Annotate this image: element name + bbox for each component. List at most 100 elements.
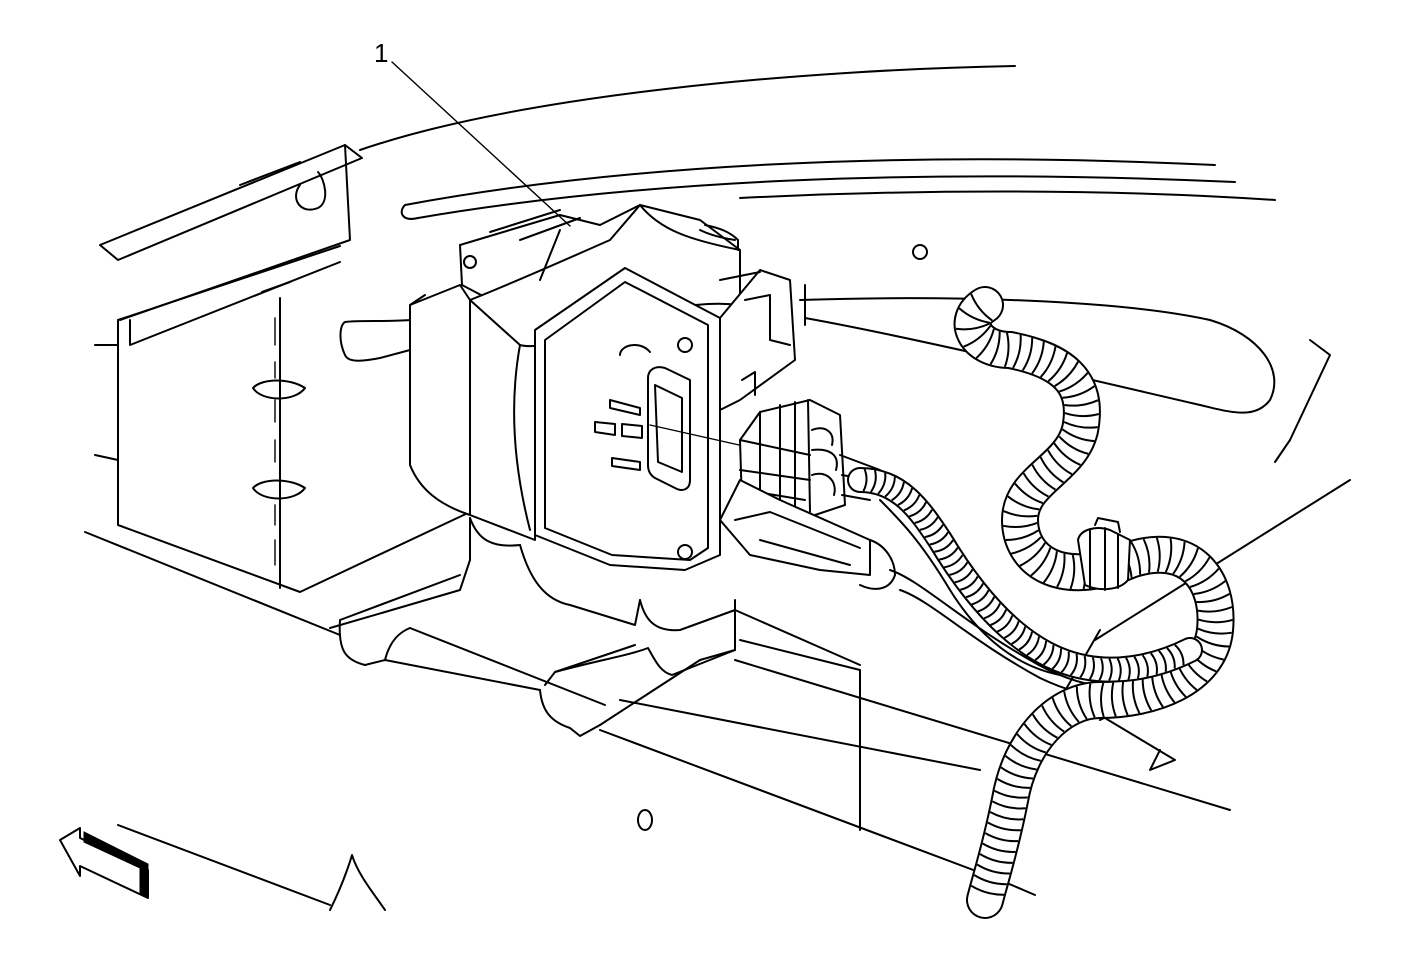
harness-rib [975,328,995,359]
harness-rib [1047,449,1073,476]
harness-rib [877,472,887,495]
harness-rib [1158,650,1167,672]
harness-rib [1179,547,1199,578]
harness-rib [934,539,954,553]
harness-rib [1110,682,1117,717]
harness-rib [929,531,949,546]
harness-rib [1031,464,1056,491]
harness-rib [1164,538,1173,573]
harness-rib [1195,635,1230,648]
harness-rib [1172,541,1186,575]
harness-rib [958,307,991,324]
harness-rib [1003,521,1038,529]
harness-rib [949,561,969,576]
harness-rib [1003,510,1038,518]
harness-rib [1011,536,1042,555]
convoluted-wire-harness [847,286,1235,919]
harness-rib [1054,361,1079,387]
harness-rib [996,778,1031,789]
harness-rib [1166,647,1176,669]
harness-rib [1131,679,1141,714]
harness-rib [1060,651,1070,673]
panel-hole [912,244,928,260]
harness-rib [977,596,996,613]
harness-rib [1133,656,1140,679]
harness-rib [955,322,990,331]
harness-rib [1041,705,1065,733]
harness-rib [1058,435,1089,455]
fastener-washer-upper [252,379,306,400]
harness-rib [989,331,1001,365]
harness-rib [993,789,1028,799]
harness-rib [1197,606,1233,613]
mounting-screw [463,255,477,269]
cover-screw-bottom [677,544,693,560]
harness-rib [939,547,959,561]
harness-rib [1088,683,1096,718]
harness-clip [1077,517,1131,591]
harness-rib [1116,658,1122,681]
harness-rib [979,853,1013,864]
harness-rib [973,874,1007,886]
control-module [339,204,796,571]
harness-rib [991,800,1026,810]
harness-rib [1026,636,1040,656]
harness-rib [1150,652,1158,675]
harness-rib [1011,626,1027,645]
harness-rib [1098,657,1104,681]
harness-rib [909,501,928,518]
harness-rib [971,589,990,606]
harness-rib [1018,631,1033,651]
harness-rib [919,516,939,531]
callout-leader-1 [391,61,571,227]
harness-rib [1069,554,1076,590]
harness-rib [1031,713,1058,739]
lower-harness-connector [719,479,1181,701]
harness-rib [959,576,979,591]
harness-rib [1193,580,1226,595]
harness-rib [963,325,992,348]
harness-rib [1151,674,1164,708]
harness-rib [1012,334,1022,369]
harness-rib [862,468,868,492]
harness-rib [1075,686,1088,720]
harness-rib [1005,529,1039,541]
harness-rib [1121,681,1129,716]
harness-rib [891,481,905,502]
harness-rib [970,293,993,322]
harness-rib [1004,755,1037,771]
harness-rib [1010,744,1042,762]
harness-rib [1003,620,1020,639]
harness-rib [983,602,1002,620]
mounting-bracket [94,144,471,593]
harness-rib [1141,654,1149,677]
harness-rib [1031,341,1045,375]
harness-rib [1064,399,1099,407]
harness-rib [1198,618,1233,624]
harness-rib [1003,332,1010,368]
module-connector-port [647,366,691,491]
harness-rib [970,884,1005,896]
harness-rib [944,554,964,569]
harness-rib [1063,691,1080,723]
harness-rib [990,609,1008,626]
fastener-washer-lower [252,479,306,500]
harness-rib [1100,682,1105,718]
harness-rib [1063,421,1098,429]
harness-rib [1000,766,1034,780]
harness-rib [884,476,896,498]
body-panel-outline [359,65,1331,463]
harness-rib [1051,697,1072,727]
harness-rib [1189,567,1220,588]
harness-rib [976,863,1010,875]
harness-rib [1042,551,1058,584]
harness-rib [1079,655,1087,679]
harness-rib [903,494,921,512]
harness-rib [996,615,1014,633]
harness-rib [1007,495,1040,511]
harness-rib [1019,542,1046,567]
harness-rib [1034,640,1048,661]
harness-rib [984,832,1019,843]
harness-rib [1053,442,1081,466]
